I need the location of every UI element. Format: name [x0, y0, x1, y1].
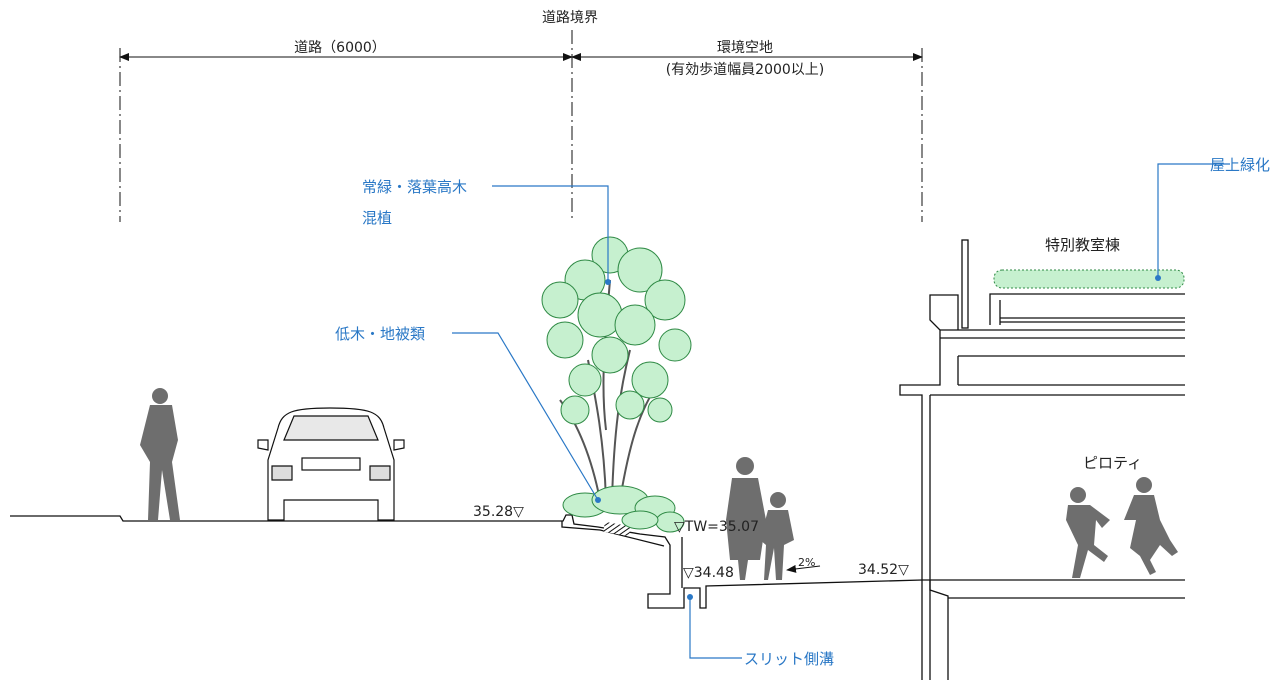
children-silhouette: [1066, 477, 1178, 578]
roof-greening-bed: [993, 269, 1185, 289]
slit-gutter-callout: スリット側溝: [744, 650, 834, 668]
gutter-level: ▽34.48: [683, 565, 734, 581]
building-name: 特別教室棟: [1045, 236, 1120, 254]
piloti-label: ピロティ: [1083, 454, 1142, 472]
car-illustration: [257, 407, 405, 521]
shrub-callout: 低木・地被類: [335, 325, 425, 343]
building-section: [899, 239, 1185, 680]
dimension-lines: [119, 30, 923, 222]
earth-hatch: [603, 521, 631, 537]
road-boundary-label: 道路境界: [542, 10, 598, 26]
man-silhouette: [140, 388, 180, 520]
ground-section: [10, 514, 923, 609]
tree-callout-line1: 常緑・落葉高木: [362, 178, 467, 196]
slope-label: 2%: [798, 556, 815, 569]
open-space-note: (有効歩道幅員2000以上): [666, 62, 825, 78]
callout-dots: [595, 275, 1161, 600]
road-level: 35.28▽: [473, 504, 524, 520]
tree-illustration: [541, 236, 692, 533]
building-level: 34.52▽: [858, 562, 909, 578]
slope-arrow: [786, 564, 821, 573]
top-wall-level: ▽TW=35.07: [674, 519, 759, 535]
callout-leaders: [452, 163, 1230, 659]
adult-child-silhouette: [726, 457, 794, 580]
open-space-label: 環境空地: [717, 40, 773, 56]
tree-callout-line2: 混植: [362, 209, 392, 227]
roof-greening-callout: 屋上緑化: [1210, 156, 1270, 174]
road-width-label: 道路（6000）: [294, 40, 386, 56]
